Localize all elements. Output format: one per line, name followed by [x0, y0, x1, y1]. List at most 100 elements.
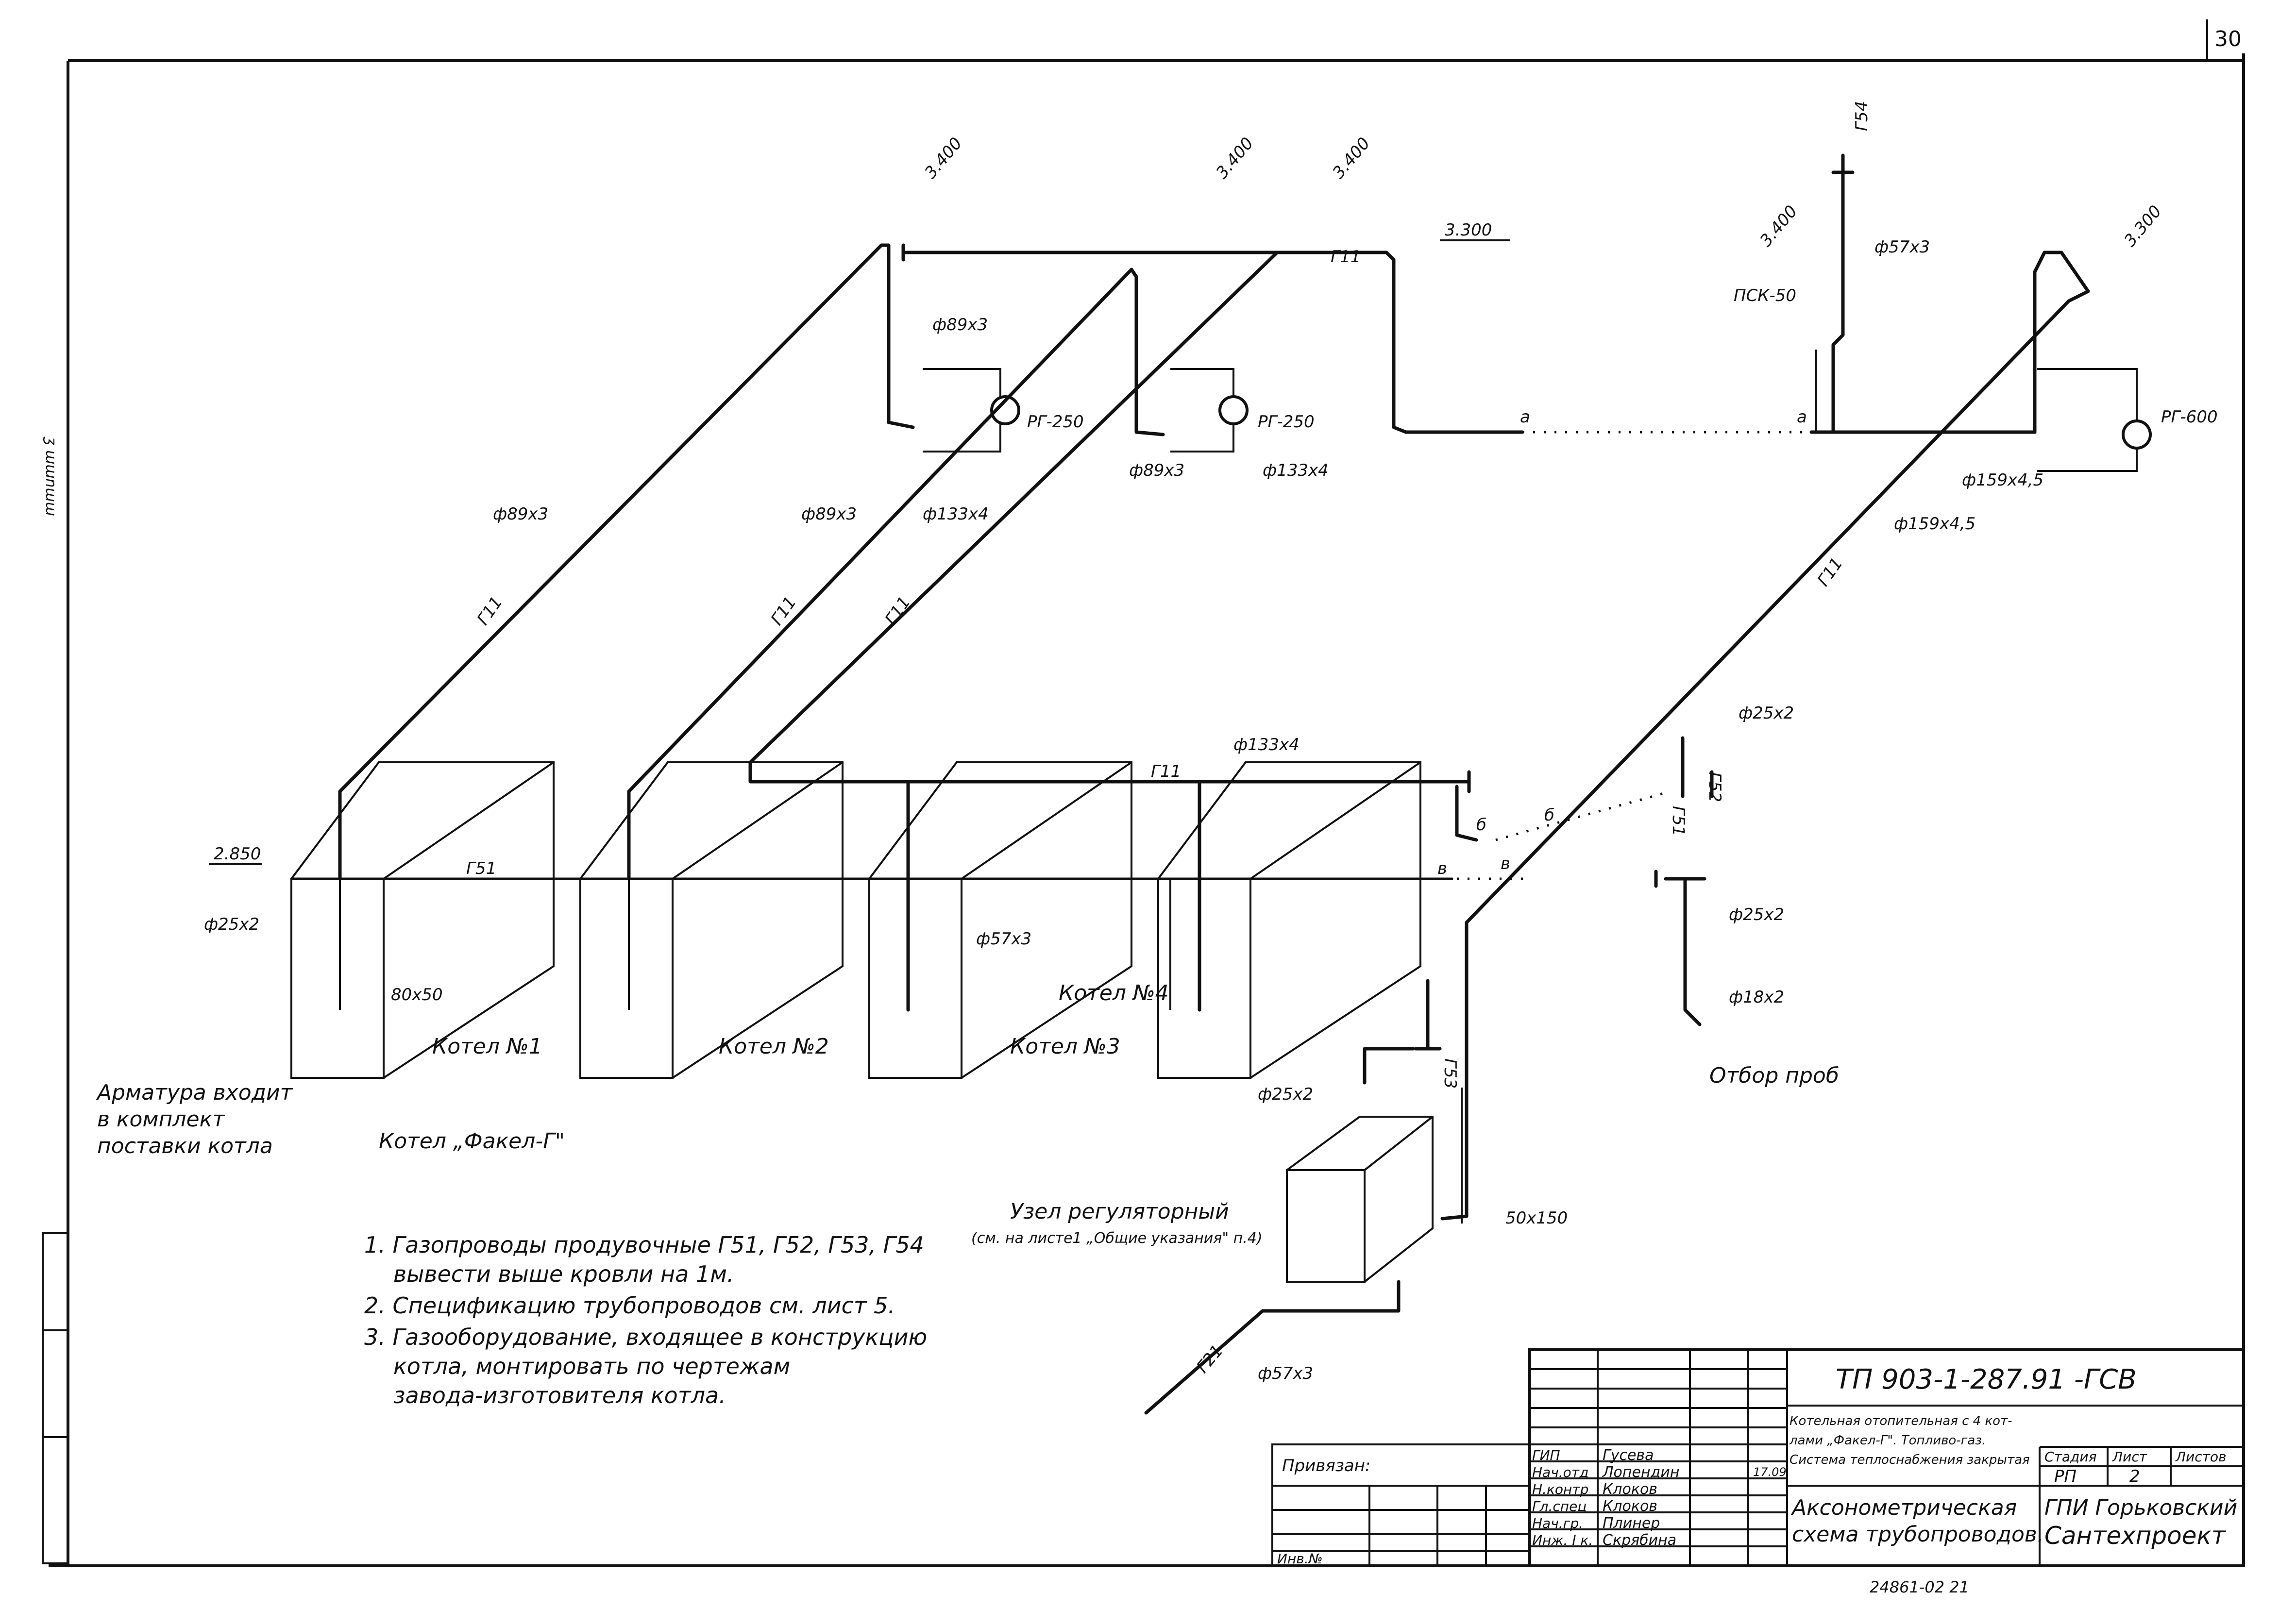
boiler-1 [290, 761, 555, 1079]
project-desc: Система теплоснабжения закрытая [1790, 1453, 2030, 1467]
organization: ГПИ Горьковский [2044, 1495, 2237, 1520]
side-text: ʒ ɯɯnɯɯ [42, 436, 59, 516]
mark: в [1437, 859, 1447, 878]
mark: б [1544, 805, 1554, 825]
pipe-size: ф89х3 [932, 315, 988, 335]
elevation-mark: 3.300 [2120, 202, 2165, 251]
line-code: Г51 [1669, 806, 1688, 836]
mark: в [1501, 854, 1510, 873]
name: Скрябина [1603, 1532, 1676, 1549]
pipe-size: ф57х3 [1258, 1364, 1313, 1383]
pipe-size: ф25х2 [1258, 1085, 1313, 1104]
pipe-size: ф89х3 [493, 504, 548, 524]
role: Гл.спец [1532, 1498, 1587, 1514]
line-code: Г54 [1852, 101, 1872, 131]
pipe-size: ф25х2 [1739, 704, 1794, 723]
regulator-label: РГ-250 [1027, 412, 1084, 432]
mark: а [1520, 407, 1530, 427]
pipe-size: ф133х4 [1263, 461, 1329, 480]
line-code: Г51 [466, 859, 496, 878]
note-line: котла, монтировать по чертежам [393, 1353, 790, 1379]
gas-pipes-g11 [290, 153, 2090, 1415]
stage-value: РП [2054, 1467, 2077, 1486]
sheet-value: 2 [2129, 1467, 2140, 1486]
name: Плинер [1603, 1515, 1660, 1532]
pipe-size: 80х50 [391, 985, 443, 1005]
pipe-size: ф159х4,5 [1894, 514, 1975, 534]
mark: а [1797, 407, 1807, 427]
privyazan-label: Привязан: [1282, 1456, 1370, 1475]
elevation-mark: 3.400 [921, 134, 966, 183]
regulator-unit-note: (см. на листе1 „Общие указания" п.4) [971, 1230, 1263, 1247]
role: ГИП [1532, 1447, 1560, 1463]
regulator-unit-box [1286, 1116, 1434, 1283]
role: Н.контр [1532, 1481, 1588, 1497]
date: 17.09 [1753, 1465, 1787, 1479]
boiler-2 [579, 761, 844, 1079]
sheets-label: Листов [2175, 1449, 2227, 1465]
armatura-note: в комплект [97, 1107, 225, 1132]
boiler-label: Котел №4 [1059, 981, 1169, 1006]
regulator-label: РГ-600 [2161, 407, 2218, 427]
note-line: 2. Спецификацию трубопроводов см. лист 5… [364, 1292, 895, 1319]
drawing-code: ТП 903-1-287.91 -ГСВ [1836, 1364, 2137, 1395]
note-line: завода-изготовителя котла. [393, 1382, 726, 1408]
boiler-label: Котел №2 [719, 1034, 829, 1059]
role: Нач.отд [1532, 1464, 1588, 1480]
inventory-label: Инв.№ [1277, 1551, 1323, 1567]
line-code: Г52 [1705, 772, 1724, 802]
line-code-labels: Г11 Г11 Г11 Г11 Г11 Г11 Г51 Г54 Г52 Г53 … [466, 101, 1872, 1377]
boiler-type-label: Котел „Факел-Г" [379, 1129, 565, 1154]
elevation-mark: 3.400 [1212, 134, 1257, 183]
pipe-size: ф25х2 [1729, 905, 1784, 924]
line-code: Г11 [1151, 762, 1181, 781]
note-line: вывести выше кровли на 1м. [393, 1261, 734, 1287]
elevation-mark: 2.850 [214, 844, 261, 864]
archive-number: 24861-02 21 [1870, 1578, 1969, 1596]
drawing-title: схема трубопроводов. [1792, 1522, 2044, 1547]
boiler-4 [1157, 761, 1421, 1079]
drawing-title: Аксонометрическая [1790, 1495, 2017, 1520]
page-number: 30 [2214, 27, 2242, 51]
name: Клоков [1603, 1498, 1657, 1515]
line-code: Г53 [1440, 1058, 1460, 1089]
elevation-marks: 3.400 3.400 3.400 3.300 3.400 3.300 2.85… [209, 134, 2165, 865]
sampling-label: Отбор проб [1709, 1063, 1839, 1088]
pipe-size: ф18х2 [1729, 988, 1784, 1007]
pipe-size: ф57х3 [976, 929, 1031, 949]
note-line: 3. Газооборудование, входящее в конструк… [364, 1324, 927, 1350]
note-line: 1. Газопроводы продувочные Г51, Г52, Г53… [364, 1232, 924, 1258]
line-code: Г11 [473, 593, 506, 629]
pipe-size: ф89х3 [1129, 461, 1184, 480]
role: Инж. I к. [1532, 1532, 1593, 1548]
pipe-size: ф25х2 [204, 915, 259, 934]
name: Гусева [1603, 1447, 1654, 1464]
project-desc: Котельная отопительная с 4 кот- [1790, 1414, 2012, 1428]
name: Лопендин [1602, 1464, 1679, 1481]
pipe-size: ф57х3 [1874, 237, 1930, 257]
pipe-size: ф133х4 [1233, 735, 1300, 754]
pipe-size-labels: ф89х3 ф89х3 ф133х4 ф89х3 ф89х3 ф133х4 ф5… [204, 237, 2043, 1383]
gas-regulators [923, 368, 2152, 472]
regulator-unit-label: Узел регуляторный [1010, 1199, 1229, 1224]
boiler-label: Котел №1 [432, 1034, 542, 1059]
pipe-size: ф133х4 [923, 504, 989, 524]
armatura-note: поставки котла [97, 1134, 273, 1158]
stage-label: Стадия [2044, 1449, 2096, 1465]
line-code: Г11 [767, 593, 800, 629]
relief-valve-label: ПСК-50 [1734, 286, 1796, 305]
title-block: ТП 903-1-287.91 -ГСВ Привязан: Инв.№ ГИП… [1271, 1348, 2245, 1596]
armatura-note: Арматура входит [96, 1080, 293, 1105]
pipe-size: ф159х4,5 [1962, 470, 2043, 490]
line-code: Г11 [881, 593, 914, 629]
pipe-size: 50х150 [1505, 1208, 1568, 1228]
pipe-size: ф89х3 [801, 504, 857, 524]
project-desc: лами „Факел-Г". Топливо-газ. [1789, 1433, 1986, 1448]
boiler-label: Котел №3 [1010, 1034, 1120, 1059]
equipment-labels: РГ-250 РГ-250 РГ-600 ПСК-50 Котел №1 Кот… [96, 286, 2218, 1247]
line-code: Г11 [1331, 247, 1361, 267]
role: Нач.гр. [1532, 1515, 1583, 1531]
mark: б [1476, 815, 1486, 835]
elevation-mark: 3.400 [1756, 202, 1801, 251]
